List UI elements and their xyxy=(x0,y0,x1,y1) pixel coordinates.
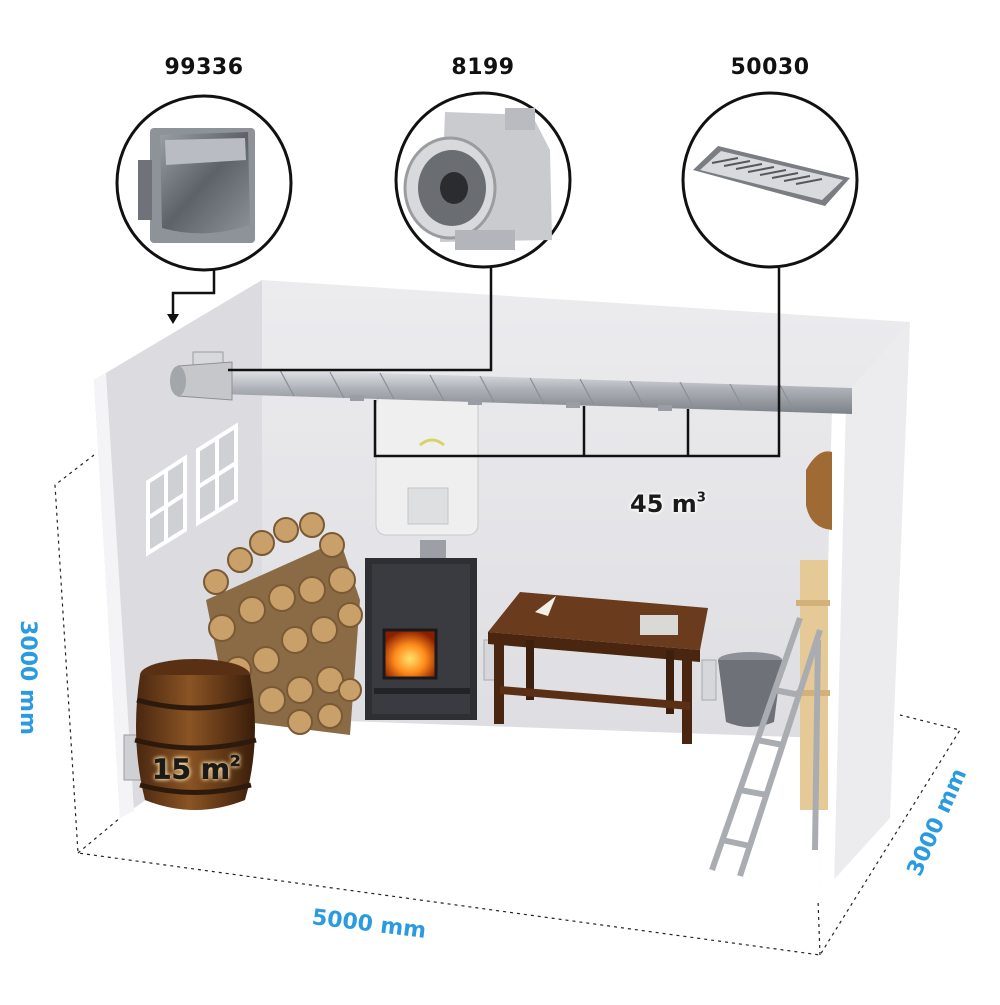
product-circle-99336 xyxy=(115,94,293,272)
basket xyxy=(806,451,832,530)
inline-duct-fan-icon xyxy=(403,108,552,250)
room-volume-unit-exponent: 3 xyxy=(696,490,706,506)
connector-lines xyxy=(171,262,781,458)
wall-vent-hood-icon xyxy=(138,128,255,243)
floor xyxy=(120,710,860,890)
product-circle-8199 xyxy=(394,91,572,269)
wall-fan-unit xyxy=(170,351,233,401)
workbench xyxy=(488,592,708,744)
room-volume-value: 45 m xyxy=(630,490,697,518)
dimension-outline xyxy=(54,454,961,956)
floor-area-badge: 15 m2 xyxy=(152,752,241,786)
window xyxy=(146,422,238,557)
product-circle-50030 xyxy=(681,91,859,269)
room-volume-badge: 45 m3 xyxy=(630,490,706,518)
arrow-head xyxy=(167,314,179,324)
duct-pipe xyxy=(220,368,852,414)
wood-stove xyxy=(365,540,477,720)
left-wall-edge xyxy=(94,373,134,818)
wooden-barrel xyxy=(134,659,257,810)
product-code-8199: 8199 xyxy=(451,55,515,80)
step-ladder xyxy=(709,617,823,877)
floor-area-unit-exponent: 2 xyxy=(229,752,241,771)
height-dimension-label: 3000 mm xyxy=(14,620,40,735)
product-code-50030: 50030 xyxy=(730,55,810,80)
water-heater xyxy=(375,394,479,536)
product-code-99336: 99336 xyxy=(164,55,244,80)
vent-grille-icon xyxy=(693,146,850,206)
floor-area-value: 15 m xyxy=(152,752,230,786)
